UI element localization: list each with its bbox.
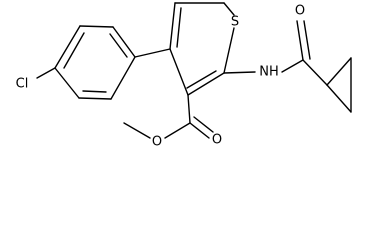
amide-oxygen-label: O [295, 4, 305, 19]
bond-ester-o-double [189, 122, 210, 139]
bond-ph4 [110, 56, 136, 100]
bond-ph3 [112, 26, 136, 58]
bond-ring-ester [187, 94, 191, 124]
bond-cl-c [36, 67, 56, 79]
bond-th4 [223, 27, 235, 74]
amide-nitrogen-label: NH [259, 65, 279, 80]
bond-ester-o-double-2 [193, 116, 214, 133]
chlorophenyl-ring [36, 25, 136, 100]
bond-ph-inner1 [63, 32, 85, 69]
bond-co-cyclopropyl [302, 59, 328, 86]
methyl-ester-group [123, 94, 214, 139]
chemical-structure: Cl S NH O O O [16, 2, 352, 150]
bond-th1 [169, 2, 176, 50]
bond-cp3 [326, 84, 352, 113]
sulfur-label: S [231, 15, 239, 30]
bond-th5-inner [186, 70, 217, 89]
bond-nh-co [281, 59, 304, 73]
bond-phenyl-thiophene [134, 48, 171, 58]
bond-ph-inner2 [109, 33, 128, 58]
bond-o-methyl [123, 122, 151, 139]
amide-group [223, 20, 328, 86]
bond-ph2 [79, 25, 114, 28]
thiophene-ring [169, 2, 235, 96]
bond-ph6 [54, 67, 80, 99]
bond-th6 [169, 48, 189, 96]
bond-th1-inner [176, 7, 182, 48]
ester-carbonyl-oxygen-label: O [212, 133, 222, 148]
bond-cp1 [326, 57, 352, 86]
bond-ph-inner3 [82, 90, 107, 93]
chlorine-label: Cl [16, 77, 29, 92]
bond-ph1 [54, 25, 81, 69]
bond-th5 [187, 72, 225, 96]
bond-c-nh [223, 71, 256, 74]
cyclopropyl-ring [326, 57, 352, 113]
bond-th3 [223, 2, 235, 16]
bond-ester-o-single [164, 122, 191, 139]
bond-co-o-double [303, 20, 311, 60]
ester-ether-oxygen-label: O [152, 135, 162, 150]
bond-co-o [296, 20, 304, 61]
bond-ph5 [78, 97, 112, 100]
